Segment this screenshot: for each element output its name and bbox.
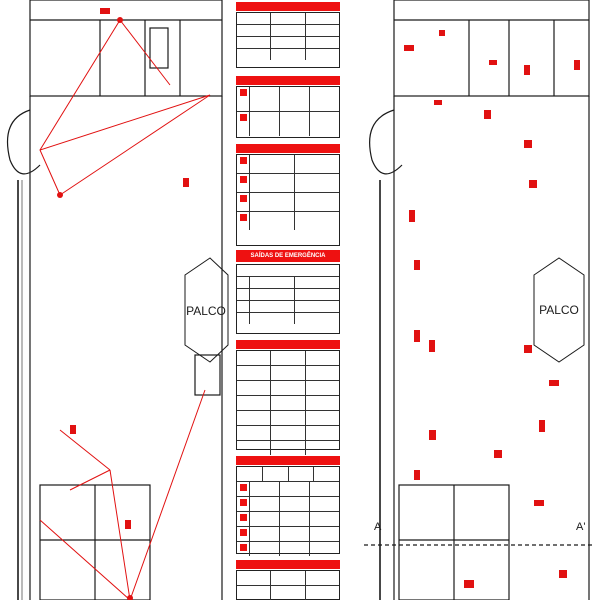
symbol-icon [239, 498, 247, 506]
stage-outline [184, 257, 229, 363]
legend-table-5 [236, 350, 340, 455]
symbol-icon [239, 194, 247, 202]
legend-title-6 [236, 456, 340, 465]
section-mark-a: A [374, 521, 382, 533]
stage-outline [533, 257, 585, 363]
legend-table-7 [236, 570, 340, 600]
symbol-icon [239, 543, 247, 551]
legend-title-7 [236, 560, 340, 569]
symbol-icon [239, 88, 247, 96]
symbol-icon [239, 113, 247, 121]
legend-table-1 [236, 12, 340, 68]
emergency-route [39, 19, 211, 600]
floor-plan-right: PALCO A A' [364, 0, 594, 600]
legend-title-3 [236, 144, 340, 153]
legend-title-2 [236, 76, 340, 85]
legend-title-1 [236, 2, 340, 11]
upper-rooms-block [393, 0, 590, 97]
legend-panel: SAÍDAS DE EMERGÊNCIA [234, 0, 342, 600]
stage-label: PALCO [186, 304, 226, 318]
legend-title-emergency-exits: SAÍDAS DE EMERGÊNCIA [236, 250, 340, 262]
symbol-icon [239, 156, 247, 164]
section-mark-a-prime: A' [576, 521, 585, 533]
legend-table-4 [236, 264, 340, 334]
symbol-icon [239, 528, 247, 536]
safety-equipment-markers [404, 30, 580, 588]
legend-title-5 [236, 340, 340, 349]
upper-rooms-block [29, 0, 223, 97]
symbol-icon [239, 483, 247, 491]
symbol-icon [239, 513, 247, 521]
stage-label: PALCO [539, 303, 579, 317]
legend-table-3 [236, 154, 340, 246]
legend-table-2 [236, 86, 340, 138]
symbol-icon [239, 175, 247, 183]
symbol-icon [239, 213, 247, 221]
floor-plan-left: PALCO [6, 0, 229, 600]
legend-table-6 [236, 466, 340, 556]
